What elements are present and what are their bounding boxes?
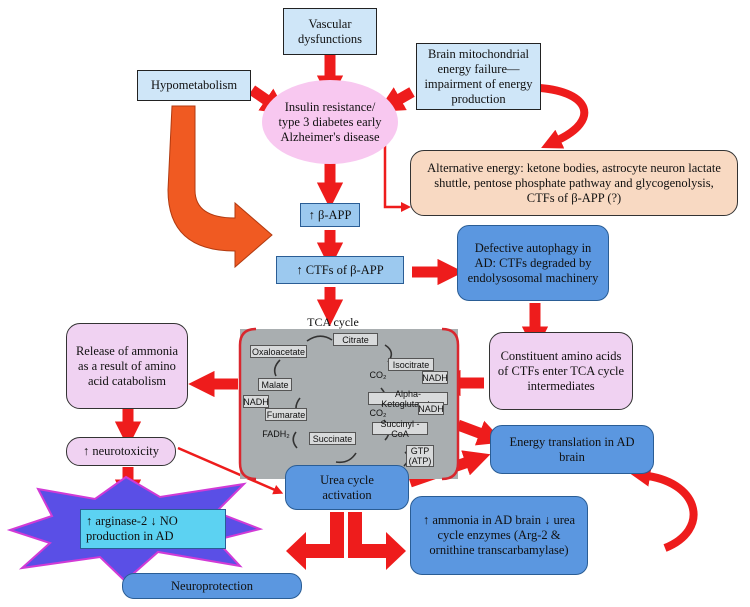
- tca-succinate: Succinate: [309, 432, 356, 445]
- tca-nadh-c-text: NADH: [243, 396, 269, 407]
- tca-cycle-title-text: TCA cycle: [307, 314, 359, 329]
- mitochondrial-failure-text: Brain mitochondrial energy failure— impa…: [424, 46, 533, 106]
- beta-app-text: ↑ β-APP: [308, 207, 352, 222]
- tca-cycle-arrow: [273, 359, 281, 377]
- tca-gtp-text: GTP (ATP): [408, 446, 432, 466]
- hypometabolism-to-ctfs-arrow: [167, 105, 273, 269]
- tca-malate-text: Malate: [261, 379, 289, 390]
- tca-citrate: Citrate: [333, 333, 378, 346]
- tca-left-bracket: [238, 327, 257, 481]
- defective-autophagy-text: Defective autophagy in AD: CTFs degraded…: [467, 240, 599, 285]
- tca-alpha-ketoglutarate: Alpha- Ketoglutarate: [368, 389, 448, 409]
- ctfs-beta-app-box: ↑ CTFs of β-APP: [276, 256, 404, 284]
- alternative-energy-box: Alternative energy: ketone bodies, astro…: [410, 150, 738, 216]
- arginase-text: ↑ arginase-2 ↓ NO production in AD: [86, 514, 178, 543]
- alternative-energy-text: Alternative energy: ketone bodies, astro…: [427, 160, 721, 205]
- constituent-amino-acids-text: Constituent amino acids of CTFs enter TC…: [497, 348, 625, 393]
- tca-isocitrate: Isocitrate: [388, 358, 434, 371]
- insulin-resistance-text: Insulin resistance/ type 3 diabetes earl…: [278, 99, 382, 144]
- constituent-amino-acids-box: Constituent amino acids of CTFs enter TC…: [489, 332, 633, 410]
- mitochondrial-to-insulin-arrow: [377, 87, 415, 112]
- urea-cycle-text: Urea cycle activation: [320, 472, 374, 502]
- neurotoxicity-to-urea-thin-arrow: [177, 446, 284, 495]
- tca-fumarate: Fumarate: [265, 408, 307, 421]
- tca-to-energy-arrow: [456, 419, 505, 446]
- tca-oxaloacetate: Oxaloacetate: [250, 345, 307, 358]
- tca-succinyl-coa: Succinyl -CoA: [372, 419, 428, 439]
- insulin-to-alternative-thin-arrow: [383, 138, 411, 212]
- ammonia-brain-text: ↑ ammonia in AD brain ↓ urea cycle enzym…: [422, 513, 576, 557]
- tca-co2-b: CO₂: [368, 407, 388, 419]
- tca-nadh-b: NADH: [418, 402, 444, 415]
- tca-cycle-title: TCA cycle: [298, 314, 368, 330]
- neurotoxicity-box: ↑ neurotoxicity: [66, 437, 176, 466]
- tca-oxaloacetate-text: Oxaloacetate: [251, 346, 306, 357]
- tca-cycle-arrow: [335, 452, 357, 464]
- tca-isocitrate-text: Isocitrate: [392, 359, 430, 370]
- tca-co2-b-text: CO₂: [369, 408, 387, 418]
- arginase-box: ↑ arginase-2 ↓ NO production in AD: [80, 509, 226, 549]
- tca-fumarate-text: Fumarate: [266, 409, 306, 420]
- tca-gtp: GTP (ATP): [406, 445, 434, 467]
- hypometabolism-box: Hypometabolism: [137, 70, 251, 101]
- beta-app-box: ↑ β-APP: [300, 203, 360, 227]
- ammonia-release-text: Release of ammonia as a result of amino …: [75, 343, 179, 388]
- hypometabolism-text: Hypometabolism: [150, 78, 238, 92]
- ammonia-release-box: Release of ammonia as a result of amino …: [66, 323, 188, 409]
- tca-nadh-a-text: NADH: [422, 372, 448, 383]
- urea-cycle-box: Urea cycle activation: [285, 465, 409, 510]
- neurotoxicity-text: ↑ neurotoxicity: [82, 444, 160, 458]
- tca-right-bracket: [441, 327, 460, 481]
- tca-fadh2-text: FADH₂: [262, 429, 290, 439]
- tca-co2-a-text: CO₂: [369, 370, 387, 380]
- urea-to-neuroprotection-arrow: [286, 512, 344, 570]
- tca-nadh-b-text: NADH: [418, 403, 444, 414]
- ammonia-brain-box: ↑ ammonia in AD brain ↓ urea cycle enzym…: [410, 496, 588, 575]
- tca-succinyl-coa-text: Succinyl -CoA: [380, 418, 420, 439]
- urea-to-ammonia-arrow: [348, 512, 406, 570]
- tca-succinate-text: Succinate: [312, 433, 353, 444]
- ctfs-beta-app-text: ↑ CTFs of β-APP: [296, 262, 384, 277]
- tca-alpha-ketoglutarate-text: Alpha- Ketoglutarate: [381, 388, 435, 409]
- tca-cycle-arrow: [292, 431, 298, 449]
- vascular-dysfunctions-box: Vascular dysfunctions: [283, 8, 377, 55]
- tca-co2-a: CO₂: [368, 369, 388, 381]
- defective-autophagy-box: Defective autophagy in AD: CTFs degraded…: [457, 225, 609, 301]
- ammonia-to-energy-curved-arrow: [629, 466, 698, 552]
- tca-nadh-c: NADH: [243, 395, 269, 408]
- vascular-dysfunctions-text: Vascular dysfunctions: [298, 16, 362, 46]
- tca-fadh2: FADH₂: [262, 428, 290, 440]
- energy-translation-box: Energy translation in AD brain: [490, 425, 654, 474]
- neuroprotection-text: Neuroprotection: [171, 578, 253, 593]
- tca-citrate-text: Citrate: [342, 334, 369, 345]
- tca-nadh-a: NADH: [422, 371, 448, 384]
- tca-cycle-arrow: [306, 335, 333, 342]
- insulin-resistance-ellipse: Insulin resistance/ type 3 diabetes earl…: [262, 80, 398, 164]
- mitochondrial-to-alternative-curved-arrow: [539, 84, 589, 149]
- mitochondrial-failure-box: Brain mitochondrial energy failure— impa…: [416, 43, 541, 110]
- energy-translation-text: Energy translation in AD brain: [509, 434, 635, 464]
- neuroprotection-box: Neuroprotection: [122, 573, 302, 599]
- tca-malate: Malate: [258, 378, 292, 391]
- hypometabolism-to-insulin-arrow: [248, 85, 288, 115]
